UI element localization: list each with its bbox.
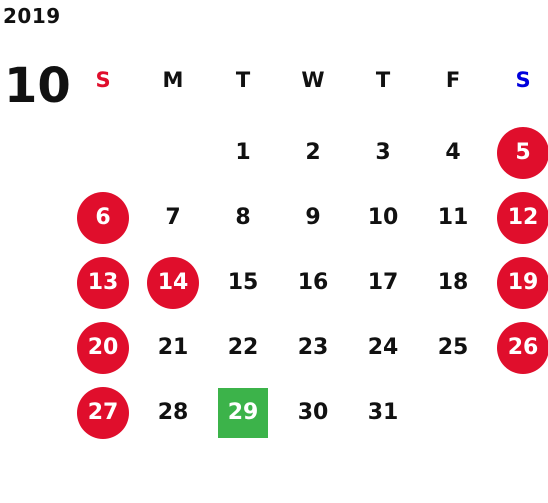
- weekday-thursday: T: [375, 68, 391, 92]
- holiday-day-number: 26: [497, 321, 548, 374]
- calendar-day-cell[interactable]: 17: [348, 250, 418, 315]
- calendar-day-cell[interactable]: 13: [68, 250, 138, 315]
- holiday-day-number: 14: [147, 256, 199, 309]
- weekday-friday: F: [445, 68, 461, 92]
- day-number: 1: [235, 139, 251, 165]
- calendar-day-cell[interactable]: 4: [418, 120, 488, 185]
- calendar-day-cell[interactable]: 15: [208, 250, 278, 315]
- calendar-day-cell[interactable]: 7: [138, 185, 208, 250]
- calendar-day-cell[interactable]: 9: [278, 185, 348, 250]
- holiday-day-number: 20: [77, 321, 129, 374]
- weekday-monday: M: [162, 68, 184, 92]
- day-number: 3: [375, 139, 391, 165]
- calendar-day-cell[interactable]: 31: [348, 380, 418, 445]
- holiday-day-number: 19: [497, 256, 548, 309]
- calendar-day-cell[interactable]: 27: [68, 380, 138, 445]
- holiday-day-number: 5: [497, 126, 548, 179]
- calendar-day-cell[interactable]: 14: [138, 250, 208, 315]
- calendar-day-cell[interactable]: 28: [138, 380, 208, 445]
- day-number: 7: [165, 204, 181, 230]
- calendar-day-cell[interactable]: 2: [278, 120, 348, 185]
- day-number: 16: [297, 269, 329, 295]
- day-number: 2: [305, 139, 321, 165]
- day-number: 31: [367, 399, 399, 425]
- calendar-day-cell[interactable]: 29: [208, 380, 278, 445]
- month-number: 10: [4, 58, 71, 114]
- holiday-day-number: 13: [77, 256, 129, 309]
- calendar-day-cell[interactable]: 8: [208, 185, 278, 250]
- calendar-day-cell[interactable]: 26: [488, 315, 548, 380]
- day-number: 30: [297, 399, 329, 425]
- calendar-day-cell[interactable]: 12: [488, 185, 548, 250]
- day-number: 15: [227, 269, 259, 295]
- calendar-day-cell[interactable]: 25: [418, 315, 488, 380]
- weekday-saturday: S: [515, 68, 531, 92]
- calendar-day-cell[interactable]: 24: [348, 315, 418, 380]
- day-number: 18: [437, 269, 469, 295]
- day-number: 24: [367, 334, 399, 360]
- holiday-day-number: 6: [77, 191, 129, 244]
- weekday-tuesday: T: [235, 68, 251, 92]
- year-label: 2019: [3, 4, 61, 28]
- calendar-day-cell[interactable]: 6: [68, 185, 138, 250]
- day-number: 8: [235, 204, 251, 230]
- day-number: 17: [367, 269, 399, 295]
- calendar-day-cell[interactable]: 21: [138, 315, 208, 380]
- calendar-day-cell[interactable]: 23: [278, 315, 348, 380]
- calendar-day-cell[interactable]: 18: [418, 250, 488, 315]
- calendar-day-cell[interactable]: 20: [68, 315, 138, 380]
- calendar-day-cell[interactable]: 30: [278, 380, 348, 445]
- day-number: 10: [367, 204, 399, 230]
- day-number: 11: [437, 204, 469, 230]
- weekday-sunday: S: [95, 68, 111, 92]
- weekday-wednesday: W: [301, 68, 325, 92]
- day-number: 22: [227, 334, 259, 360]
- calendar-day-cell[interactable]: 3: [348, 120, 418, 185]
- calendar-day-cell[interactable]: 1: [208, 120, 278, 185]
- holiday-day-number: 27: [77, 386, 129, 439]
- holiday-day-number: 12: [497, 191, 548, 244]
- calendar-day-cell[interactable]: 11: [418, 185, 488, 250]
- calendar-day-cell[interactable]: 16: [278, 250, 348, 315]
- day-number: 28: [157, 399, 189, 425]
- today-highlight-day: 29: [218, 387, 268, 438]
- day-number: 25: [437, 334, 469, 360]
- calendar-day-cell[interactable]: 10: [348, 185, 418, 250]
- day-number: 4: [445, 139, 461, 165]
- day-number: 9: [305, 204, 321, 230]
- calendar-day-cell[interactable]: 19: [488, 250, 548, 315]
- calendar-day-cell[interactable]: 5: [488, 120, 548, 185]
- day-number: 23: [297, 334, 329, 360]
- calendar-day-cell[interactable]: 22: [208, 315, 278, 380]
- day-number: 21: [157, 334, 189, 360]
